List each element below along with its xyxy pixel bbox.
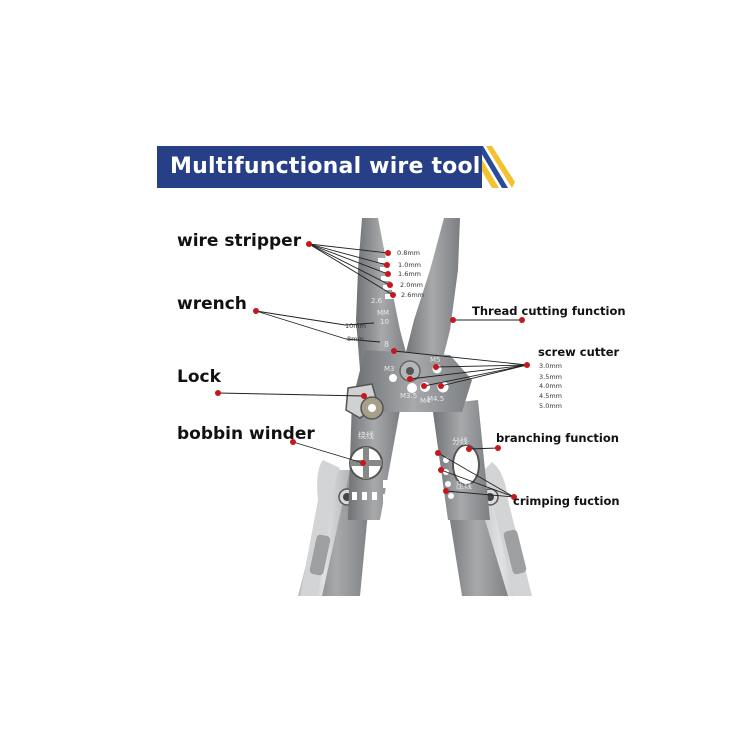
wrench-size: 8mm [347,335,364,343]
label-crimping: crimping fuction [513,494,620,508]
right-arm [432,400,490,520]
screw-size: 3.0mm [539,362,563,370]
engraving-8: 8 [384,340,390,349]
label-bobbin-winder: bobbin winder [177,424,315,444]
screw-size: 4.0mm [539,382,563,390]
title-banner [157,146,482,188]
engraving-m5: M5 [430,356,441,364]
engraving-m3: M3 [384,365,395,373]
banner-title: Multifunctional wire tool [170,154,481,179]
engraving-26: 2.6 [371,297,383,305]
engraving-10: 10 [380,318,389,326]
label-wrench: wrench [177,294,247,314]
wire-size: 2.6mm [401,291,425,299]
left-arm [348,400,400,520]
label-thread-cutting: Thread cutting function [472,304,626,318]
lock-clip [345,383,384,420]
wire-size: 0.8mm [397,249,421,257]
wire-size: 1.6mm [398,270,422,278]
label-lock: Lock [177,367,221,387]
label-wire-stripper: wire stripper [177,231,302,251]
engraving-right-bottom-char: 压线 [456,481,472,490]
label-branching: branching function [496,431,619,445]
wire-size: 2.0mm [400,281,424,289]
engraving-mm: MM [377,309,390,317]
wire-size: 1.0mm [398,261,422,269]
screw-size: 3.5mm [539,373,563,381]
wrench-size: 10mm [345,322,366,330]
label-screw-cutter: screw cutter [538,345,620,359]
right-jaw [404,218,460,362]
callout-leader-lines [217,243,528,498]
engraving-m35: M3.5 [400,392,418,400]
screw-size: 5.0mm [539,402,563,410]
engraving-m45: M4.5 [427,395,445,403]
engraving-right-top-char: 分线 [452,437,468,446]
left-jaw [356,218,408,370]
screw-size: 4.5mm [539,392,563,400]
engraving-left-char: 绕线 [358,431,374,440]
callout-markers [215,241,530,500]
engraving-m4: M4 [420,397,431,405]
